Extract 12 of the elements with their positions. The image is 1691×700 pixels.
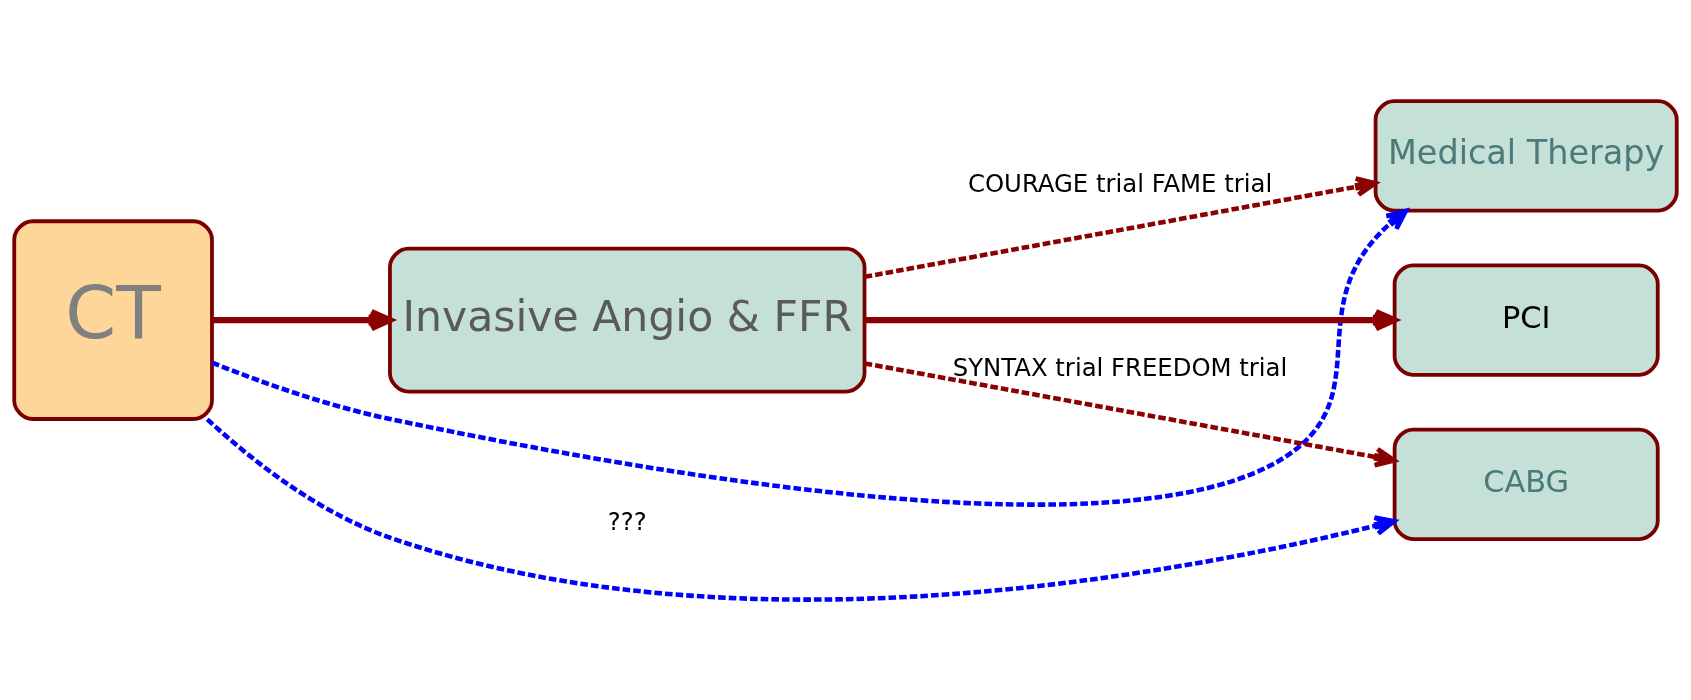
node-box: Medical Therapy [1373,98,1679,212]
edge-label: SYNTAX trial FREEDOM trial [952,352,1288,382]
arrow [864,360,1397,468]
arrow [211,208,1409,507]
node-box: Invasive Angio & FFR [388,246,867,393]
edge-label: ??? [607,506,647,536]
node-box: CABG [1392,427,1660,541]
edge-label: COURAGE trial FAME trial [967,168,1273,198]
arrow [864,175,1378,279]
arrow [205,417,1397,602]
node-box: PCI [1392,262,1660,377]
node-box: CT [12,218,214,421]
